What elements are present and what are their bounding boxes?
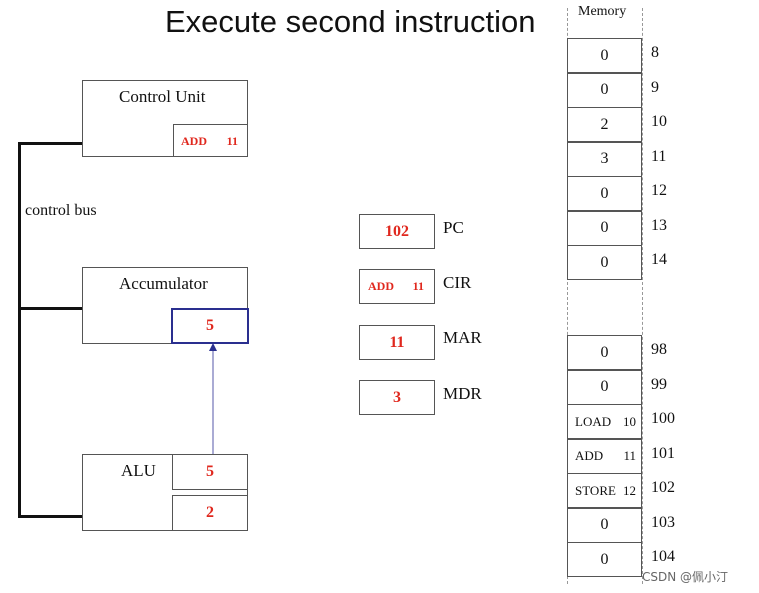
memory-cell: 0 bbox=[567, 369, 642, 405]
control-bus-vertical-line bbox=[18, 142, 21, 518]
alu-bottom-value: 2 bbox=[206, 504, 214, 521]
pc-label: PC bbox=[443, 218, 464, 237]
mdr-label: MDR bbox=[443, 384, 482, 403]
control-unit-box: Control Unit ADD 11 bbox=[82, 80, 248, 157]
memory-address: 8 bbox=[651, 44, 659, 61]
cir-instruction: ADD 11 bbox=[360, 279, 434, 294]
memory-cell-value: 0 bbox=[600, 46, 609, 64]
memory-cell: ADD 11 bbox=[567, 438, 642, 474]
memory-cell-value: 0 bbox=[600, 378, 609, 395]
control-unit-instruction: ADD 11 bbox=[174, 134, 248, 149]
memory-cell-value: 0 bbox=[600, 219, 609, 236]
mar-label: MAR bbox=[443, 328, 482, 347]
cir-register: ADD 11 bbox=[359, 269, 435, 304]
memory-cell-value: 2 bbox=[600, 115, 609, 133]
memory-address: 101 bbox=[651, 444, 675, 462]
memory-address: 9 bbox=[651, 78, 659, 96]
memory-cell: 0 bbox=[567, 542, 642, 577]
memory-address: 100 bbox=[651, 410, 675, 427]
memory-cell: LOAD 10 bbox=[567, 404, 642, 439]
memory-cell-value: 0 bbox=[600, 253, 609, 271]
memory-cell: 0 bbox=[567, 245, 642, 280]
memory-address: 14 bbox=[651, 251, 667, 268]
memory-address: 102 bbox=[651, 479, 675, 496]
memory-address: 104 bbox=[651, 548, 675, 565]
memory-cell: 3 bbox=[567, 141, 642, 177]
memory-cell-value: 0 bbox=[600, 81, 609, 98]
memory-cell-value: 0 bbox=[600, 343, 609, 361]
memory-cell: 0 bbox=[567, 38, 642, 73]
control-bus-link-alu bbox=[18, 515, 82, 518]
control-bus-link-control-unit bbox=[18, 142, 82, 145]
memory-left-dashed-border bbox=[567, 8, 568, 584]
pc-value: 102 bbox=[385, 222, 409, 240]
cir-opcode: ADD bbox=[368, 279, 394, 293]
cir-label: CIR bbox=[443, 273, 472, 292]
memory-right-dashed-border bbox=[642, 8, 643, 584]
memory-cell-value: 3 bbox=[600, 150, 609, 167]
control-bus-label: control bus bbox=[25, 202, 97, 219]
memory-cell: 0 bbox=[567, 72, 642, 108]
memory-label: Memory bbox=[578, 4, 627, 19]
memory-cell: 0 bbox=[567, 210, 642, 246]
memory-cell: 0 bbox=[567, 176, 642, 211]
memory-cell: 0 bbox=[567, 507, 642, 543]
memory-address: 99 bbox=[651, 375, 667, 393]
memory-cell-value: 0 bbox=[600, 550, 609, 568]
memory-address: 98 bbox=[651, 341, 667, 358]
watermark: CSDN @佩小汀 bbox=[642, 570, 729, 584]
mdr-value: 3 bbox=[393, 388, 401, 406]
mar-value: 11 bbox=[389, 333, 405, 351]
memory-cell: STORE 12 bbox=[567, 473, 642, 508]
memory-address: 10 bbox=[651, 113, 667, 130]
memory-cell-value: 0 bbox=[600, 184, 609, 202]
memory-cell-value: 0 bbox=[600, 516, 609, 533]
memory-address: 103 bbox=[651, 513, 675, 531]
memory-cell-operand: 11 bbox=[623, 448, 636, 463]
control-unit-opcode: ADD bbox=[181, 133, 207, 148]
accumulator-box: Accumulator bbox=[82, 267, 248, 344]
memory-cell-operand: 12 bbox=[623, 482, 636, 498]
control-unit-instruction-cell: ADD 11 bbox=[173, 124, 248, 157]
memory-cell: 0 bbox=[567, 335, 642, 370]
accumulator-value-cell: 5 bbox=[171, 308, 249, 344]
memory-address: 13 bbox=[651, 216, 667, 234]
alu-to-accumulator-arrow bbox=[209, 343, 217, 454]
pc-register: 102 bbox=[359, 214, 435, 249]
memory-address: 12 bbox=[651, 182, 667, 199]
page-title: Execute second instruction bbox=[165, 4, 536, 39]
memory-cell-operand: 10 bbox=[623, 413, 636, 429]
alu-label: ALU bbox=[121, 461, 156, 480]
memory-cell: 2 bbox=[567, 107, 642, 142]
memory-address: 11 bbox=[651, 147, 667, 165]
alu-top-value: 5 bbox=[206, 463, 214, 480]
memory-cell-opcode: ADD bbox=[575, 448, 604, 463]
memory-cell-opcode: STORE bbox=[575, 482, 616, 498]
control-unit-label: Control Unit bbox=[119, 87, 206, 106]
accumulator-label: Accumulator bbox=[119, 274, 208, 293]
control-unit-operand: 11 bbox=[226, 133, 238, 148]
cir-operand: 11 bbox=[412, 279, 424, 293]
memory-cell-opcode: LOAD bbox=[575, 413, 612, 429]
alu-top-value-cell: 5 bbox=[172, 454, 248, 490]
mar-register: 11 bbox=[359, 325, 435, 360]
control-bus-link-accumulator bbox=[18, 307, 82, 310]
mdr-register: 3 bbox=[359, 380, 435, 415]
alu-box: ALU bbox=[82, 454, 248, 531]
alu-bottom-value-cell: 2 bbox=[172, 495, 248, 531]
accumulator-value: 5 bbox=[206, 317, 214, 334]
